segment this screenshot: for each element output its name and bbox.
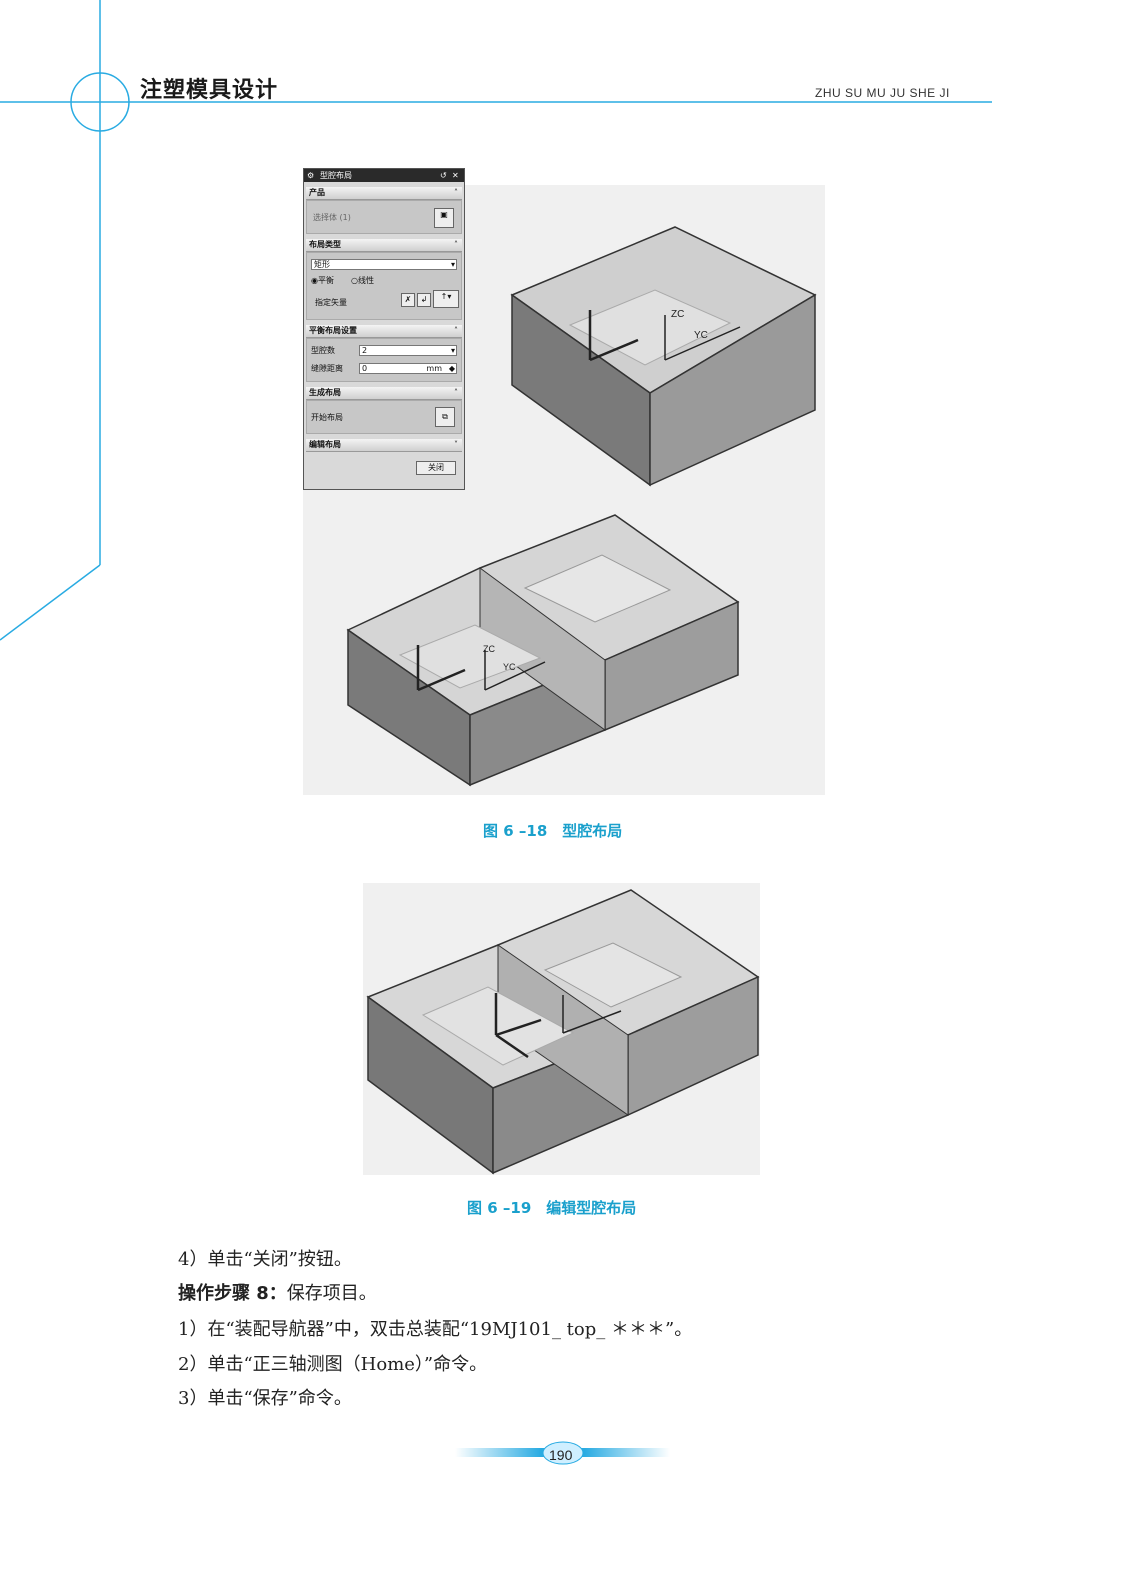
- dialog-titlebar: ⚙ 型腔布局 ↺ ✕: [304, 169, 464, 182]
- collapse-icon: ˄: [454, 188, 458, 197]
- step-8-heading: 操作步骤 8：保存项目。: [178, 1279, 377, 1305]
- cavity-layout-dialog: ⚙ 型腔布局 ↺ ✕ 产品 ˄ 选择体 (1) ▣ 布局类型 ˄ 矩形 ▾ ◉平…: [303, 168, 465, 490]
- page-number: 190: [549, 1447, 573, 1463]
- book-title: 注塑模具设计: [140, 78, 279, 103]
- step-4-close: 4）单击“关闭”按钮。: [178, 1249, 352, 1270]
- layout-type-value: 矩形: [314, 260, 330, 269]
- select-body-icon[interactable]: ▣: [434, 208, 454, 228]
- step-8-1: 1）在“装配导航器”中，双击总装配“19MJ101_ top_ ＊＊＊”。: [178, 1319, 693, 1340]
- section-balanced-settings[interactable]: 平衡布局设置 ˄: [306, 325, 462, 338]
- generate-body: 开始布局 ⧉: [306, 400, 462, 434]
- close-button[interactable]: 关闭: [416, 461, 456, 475]
- chevron-down-icon: ▾: [450, 260, 455, 269]
- specify-vector-label[interactable]: 指定矢量: [315, 298, 347, 307]
- spinner-icon[interactable]: ◆: [448, 364, 455, 373]
- section-layout-type-label: 布局类型: [309, 240, 341, 249]
- layout-type-select[interactable]: 矩形 ▾: [311, 259, 457, 270]
- vector-dialog-icon[interactable]: ↲: [417, 293, 431, 307]
- gear-icon: ⚙: [307, 171, 315, 180]
- balanced-body: 型腔数 2 ▾ 缝隙距离 0 mm ◆: [306, 338, 462, 382]
- cavity-count-value: 2: [362, 346, 368, 355]
- step-8-2: 2）单击“正三轴测图（Home）”命令。: [178, 1354, 488, 1375]
- layout-type-body: 矩形 ▾ ◉平衡 ○线性 指定矢量 ✗ ↲ ↑▾: [306, 252, 462, 320]
- axis-label-yc: YC: [694, 330, 708, 341]
- section-product-label: 产品: [309, 188, 325, 197]
- collapse-icon: ˄: [454, 240, 458, 249]
- step-8-3: 3）单击“保存”命令。: [178, 1388, 352, 1409]
- book-pinyin: ZHU SU MU JU SHE JI: [815, 86, 950, 100]
- single-cavity-model: [510, 226, 817, 487]
- collapse-icon: ˄: [454, 388, 458, 397]
- close-icon[interactable]: ✕: [452, 171, 459, 180]
- section-balanced-label: 平衡布局设置: [309, 326, 357, 335]
- dialog-title: 型腔布局: [320, 171, 352, 180]
- two-cavity-model: [346, 514, 740, 787]
- section-product[interactable]: 产品 ˄: [306, 187, 462, 200]
- chevron-down-icon: ▾: [450, 346, 455, 355]
- start-layout-label: 开始布局: [311, 413, 343, 422]
- section-layout-type[interactable]: 布局类型 ˄: [306, 239, 462, 252]
- section-generate-layout[interactable]: 生成布局 ˄: [306, 387, 462, 400]
- section-edit-layout[interactable]: 编辑布局 ˅: [306, 439, 462, 452]
- radio-linear[interactable]: ○线性: [351, 276, 374, 285]
- axis-label-zc: ZC: [671, 309, 685, 320]
- step-8-text: 保存项目。: [286, 1283, 377, 1304]
- axis-label-zc-2: ZC: [483, 644, 495, 654]
- start-layout-icon[interactable]: ⧉: [435, 407, 455, 427]
- section-generate-label: 生成布局: [309, 388, 341, 397]
- radio-balanced[interactable]: ◉平衡: [311, 276, 334, 285]
- product-body: 选择体 (1) ▣: [306, 200, 462, 234]
- gap-distance-input[interactable]: 0 mm ◆: [359, 363, 457, 374]
- vector-type-dropdown[interactable]: ↑▾: [433, 290, 459, 308]
- gap-distance-value: 0: [362, 364, 368, 373]
- page-number-band: [455, 1441, 670, 1465]
- gap-unit: mm: [426, 364, 442, 373]
- select-body-label[interactable]: 选择体 (1): [313, 213, 351, 222]
- cavity-count-select[interactable]: 2 ▾: [359, 345, 457, 356]
- section-edit-label: 编辑布局: [309, 440, 341, 449]
- reverse-vector-icon[interactable]: ✗: [401, 293, 415, 307]
- figure-caption-6-18: 图 6 –18 型腔布局: [483, 822, 623, 840]
- axis-label-yc-2: YC: [503, 662, 516, 672]
- cavity-count-label: 型腔数: [311, 346, 335, 355]
- figure-caption-6-19: 图 6 –19 编辑型腔布局: [467, 1199, 637, 1217]
- header-decoration: [0, 0, 992, 641]
- collapse-icon: ˄: [454, 326, 458, 335]
- step-8-label: 操作步骤 8：: [178, 1283, 287, 1304]
- reset-icon[interactable]: ↺: [440, 171, 447, 180]
- gap-distance-label: 缝隙距离: [311, 364, 343, 373]
- expand-icon: ˅: [454, 440, 458, 449]
- edited-layout-model: [366, 889, 760, 1175]
